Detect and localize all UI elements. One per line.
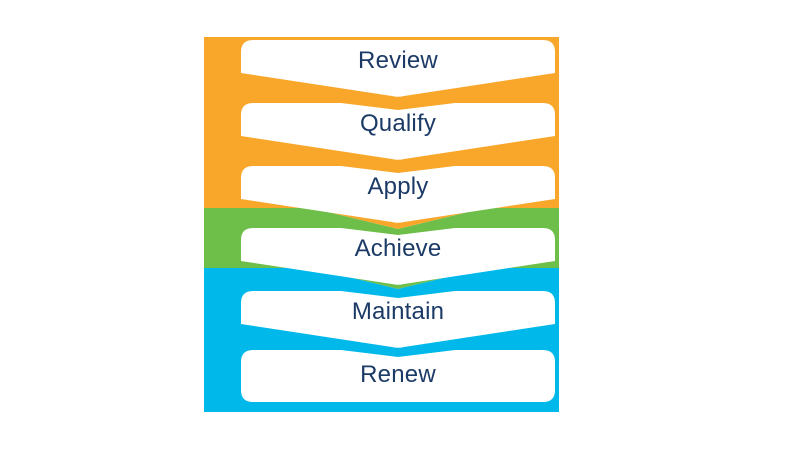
step-shape-apply xyxy=(241,166,555,223)
step-shape-renew xyxy=(241,350,555,402)
step-shape-achieve xyxy=(241,228,555,285)
step-shape-qualify xyxy=(241,103,555,160)
step-shape-review xyxy=(241,40,555,97)
step-shape-maintain xyxy=(241,291,555,348)
